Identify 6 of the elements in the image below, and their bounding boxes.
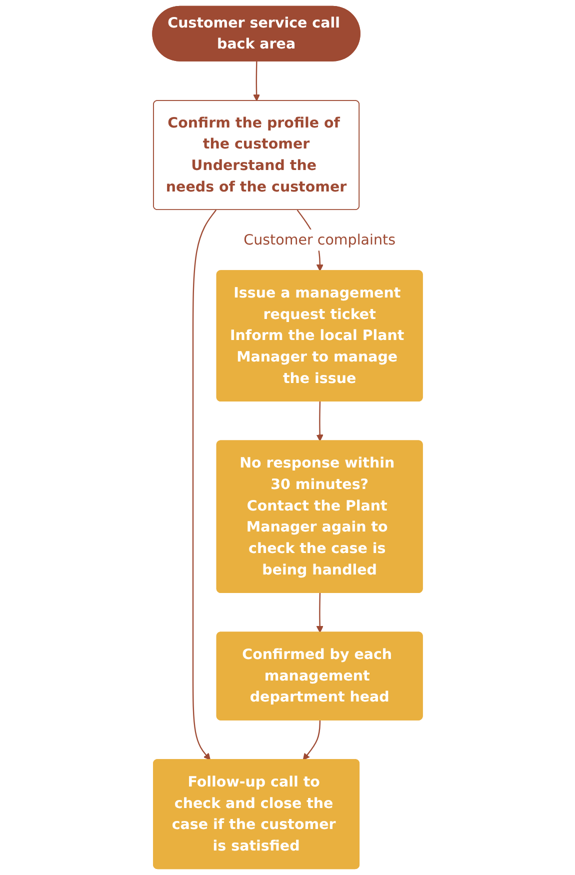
arrow <box>253 61 260 102</box>
arrow <box>302 720 321 760</box>
arrow <box>192 210 217 760</box>
arrow <box>316 402 324 442</box>
edge-label: Customer complaints <box>244 232 396 248</box>
arrow <box>316 592 324 633</box>
